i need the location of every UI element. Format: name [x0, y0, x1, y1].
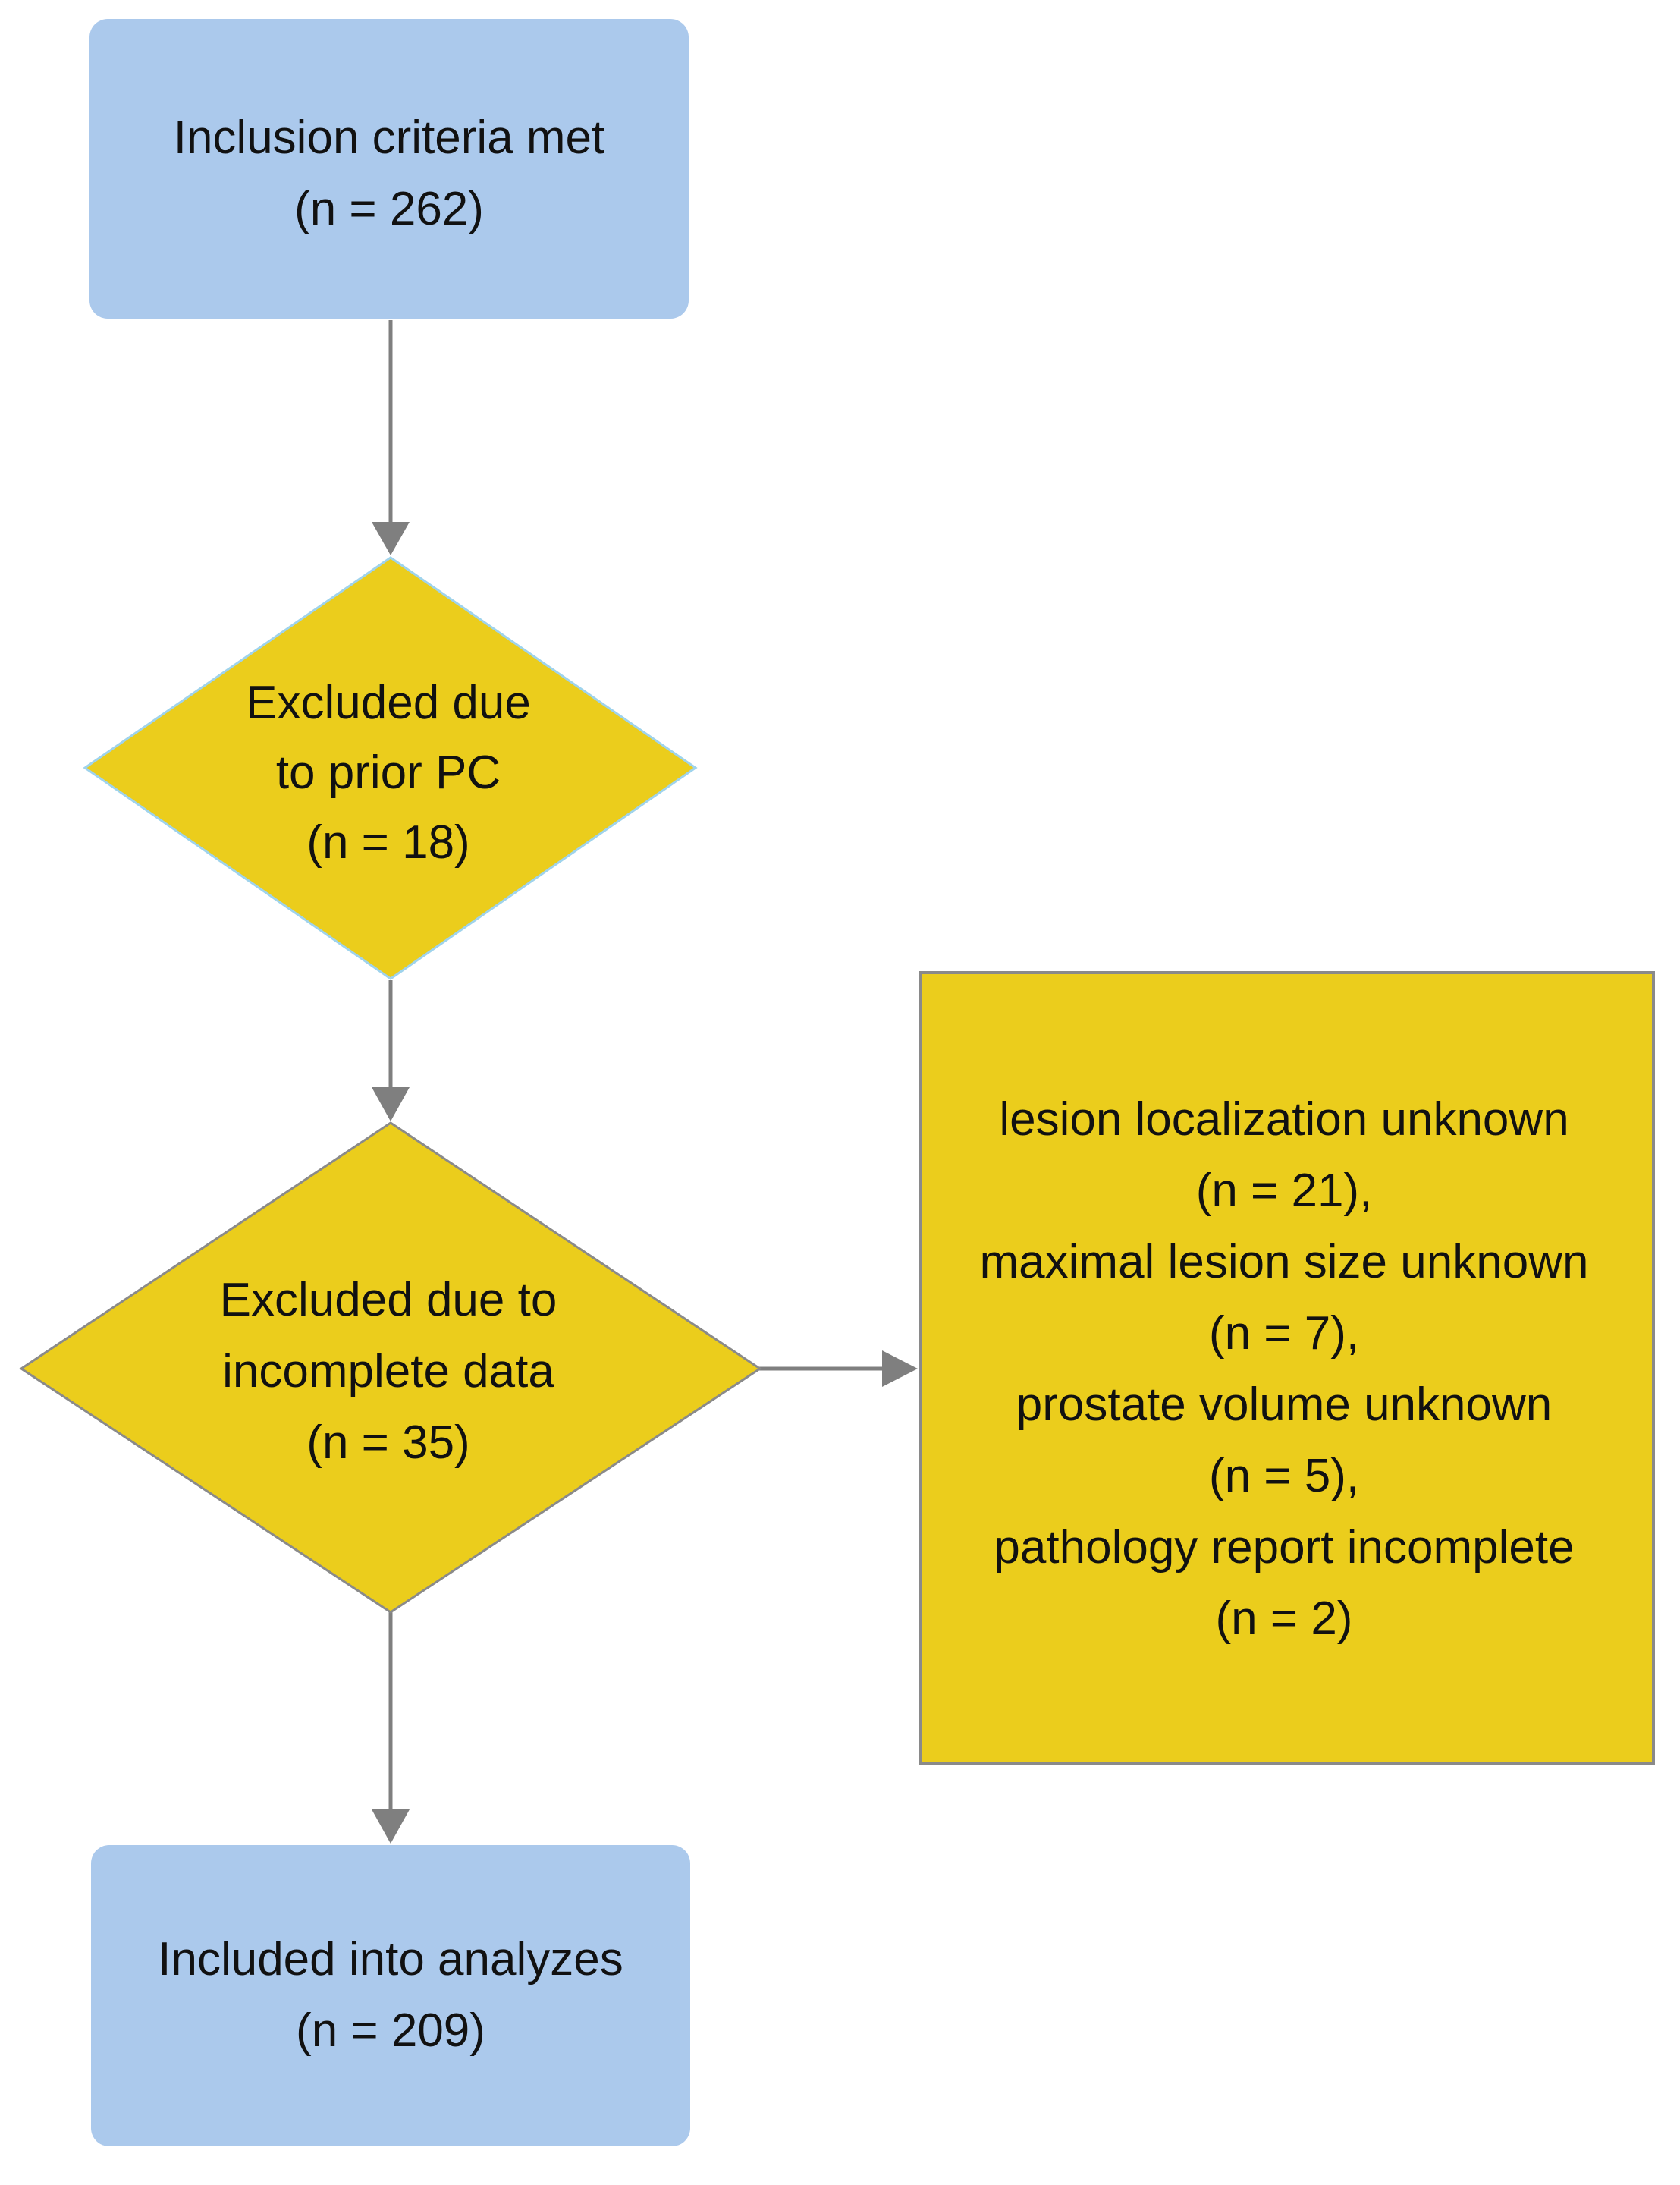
included-box	[91, 1845, 690, 2146]
excluded-prior-pc-count: (n = 18)	[306, 816, 469, 869]
details-size-count: (n = 7),	[1209, 1307, 1359, 1360]
excluded-incomplete-count: (n = 35)	[306, 1416, 469, 1469]
details-localization-label: lesion localization unknown	[999, 1093, 1569, 1146]
incomplete-details-node: lesion localization unknown (n = 21), ma…	[919, 971, 1655, 1765]
excluded-incomplete-node: Excluded due to incomplete data (n = 35)	[19, 1121, 762, 1614]
inclusion-criteria-label: Inclusion criteria met	[174, 112, 605, 164]
details-pathology-count: (n = 2)	[1216, 1592, 1353, 1645]
details-pathology-label: pathology report incomplete	[994, 1521, 1574, 1574]
details-volume-label: prostate volume unknown	[1016, 1379, 1553, 1431]
inclusion-criteria-box	[89, 19, 689, 319]
included-node: Included into analyzes (n = 209)	[91, 1845, 690, 2146]
details-size-label: maximal lesion size unknown	[980, 1236, 1589, 1288]
arrowhead-incomplete	[372, 1087, 410, 1121]
included-count: (n = 209)	[296, 2004, 485, 2057]
details-localization-count: (n = 21),	[1196, 1165, 1373, 1217]
excluded-prior-pc-line-2: to prior PC	[276, 747, 501, 799]
excluded-prior-pc-line-1: Excluded due	[246, 677, 531, 729]
inclusion-criteria-node: Inclusion criteria met (n = 262)	[89, 19, 689, 319]
excluded-prior-pc-diamond	[83, 556, 698, 980]
inclusion-criteria-count: (n = 262)	[294, 183, 484, 235]
excluded-incomplete-line-1: Excluded due to	[220, 1274, 557, 1326]
excluded-prior-pc-node: Excluded due to prior PC (n = 18)	[83, 556, 698, 980]
arrowhead-prior-pc	[372, 522, 410, 555]
arrowhead-included	[372, 1809, 410, 1844]
details-volume-count: (n = 5),	[1209, 1450, 1359, 1502]
included-label: Included into analyzes	[158, 1933, 623, 1985]
excluded-incomplete-line-2: incomplete data	[222, 1345, 554, 1397]
incomplete-details-box	[919, 971, 1655, 1765]
arrowhead-details	[882, 1350, 918, 1387]
excluded-incomplete-diamond	[19, 1121, 762, 1614]
